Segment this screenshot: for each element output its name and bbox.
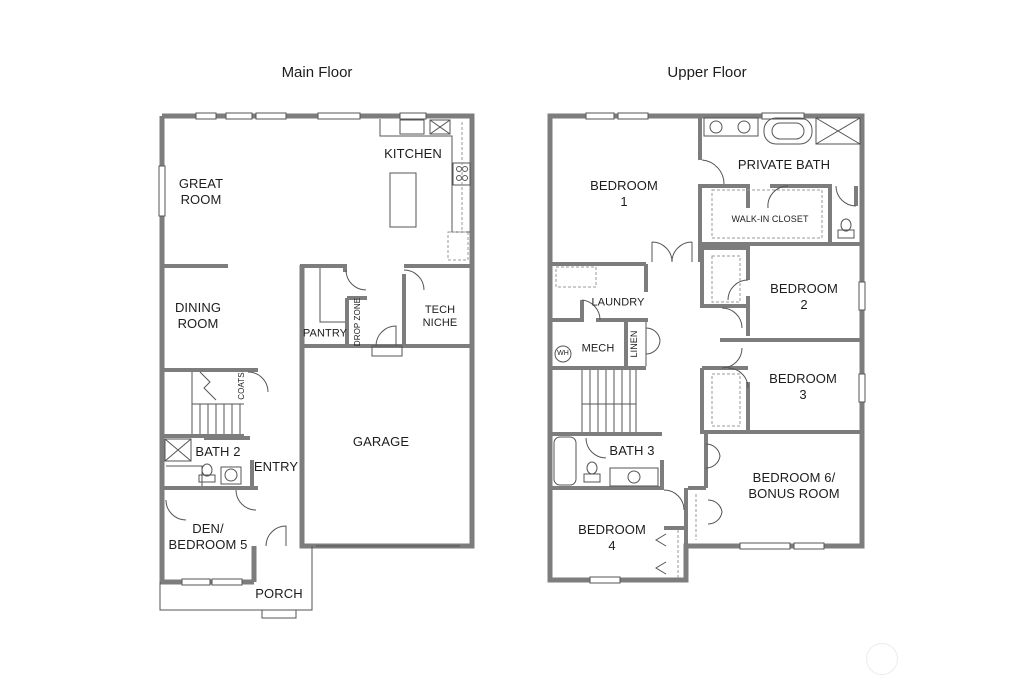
room-label-linen: LINEN	[629, 330, 639, 358]
room-label-drop-zone: DROP ZONE	[353, 297, 362, 347]
room-label-den-bedroom-5: DEN/ BEDROOM 5	[168, 521, 248, 552]
room-label-coats: COATS	[237, 372, 246, 400]
room-label-bedroom-4: BEDROOM 4	[578, 522, 646, 553]
room-label-bedroom-6-bonus: BEDROOM 6/ BONUS ROOM	[748, 470, 840, 501]
room-label-entry: ENTRY	[253, 459, 299, 474]
upper-floor-plan	[547, 112, 866, 584]
watermark-logo	[866, 643, 898, 675]
room-label-bath-3: BATH 3	[609, 443, 655, 458]
room-label-bedroom-1: BEDROOM 1	[590, 178, 658, 209]
room-label-bath-2: BATH 2	[195, 444, 241, 459]
room-label-walk-in-closet: WALK-IN CLOSET	[731, 214, 809, 224]
room-label-garage: GARAGE	[352, 434, 410, 449]
room-label-tech-niche: TECH NICHE	[422, 304, 458, 329]
room-label-porch: PORCH	[255, 586, 303, 601]
upper-floor-title: Upper Floor	[667, 64, 747, 81]
room-label-dining-room: DINING ROOM	[174, 300, 222, 331]
room-label-private-bath: PRIVATE BATH	[737, 157, 831, 172]
main-floor-title: Main Floor	[281, 64, 353, 81]
room-label-kitchen: KITCHEN	[384, 146, 442, 161]
room-label-pantry: PANTRY	[302, 327, 348, 340]
room-label-bedroom-2: BEDROOM 2	[770, 281, 838, 312]
room-label-bedroom-3: BEDROOM 3	[769, 371, 837, 402]
room-label-mech: MECH	[581, 342, 615, 355]
room-label-great-room: GREAT ROOM	[178, 176, 224, 207]
main-floor-plan	[158, 112, 475, 619]
water-heater-label: WH	[557, 350, 569, 357]
room-label-laundry: LAUNDRY	[591, 296, 645, 309]
